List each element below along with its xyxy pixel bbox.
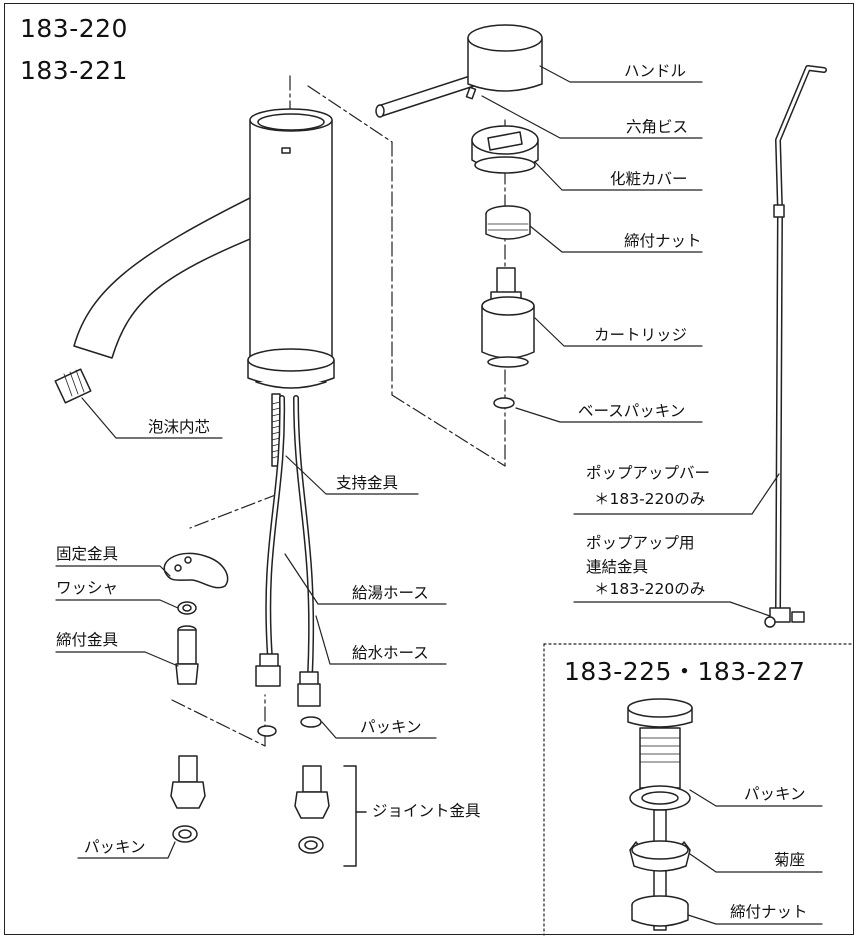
label-cosmetic-cover: 化粧カバー	[610, 170, 688, 188]
label-hex-screw: 六角ビス	[626, 118, 689, 136]
leader-lines	[55, 65, 823, 925]
label-cartridge: カートリッジ	[594, 326, 688, 344]
hose-nuts	[255, 653, 322, 737]
inset-box	[543, 643, 855, 936]
label-fixing-fitting: 固定金具	[56, 545, 119, 563]
tightening-fitting	[175, 625, 199, 685]
label-hot-hose: 給湯ホース	[352, 584, 429, 602]
label-popup-link-note: ＊183-220のみ	[594, 580, 706, 598]
label-cold-hose: 給水ホース	[352, 644, 429, 662]
label-packing-mid: パッキン	[360, 718, 422, 736]
handle-part	[375, 24, 543, 118]
label-handle: ハンドル	[624, 62, 687, 80]
label-inset-rosette: 菊座	[774, 851, 806, 869]
label-joint-fitting: ジョイント金具	[372, 802, 481, 820]
assembly-center-lines	[171, 75, 506, 747]
label-support-fitting: 支持金具	[336, 474, 399, 492]
model-number-2: 183-221	[20, 56, 128, 85]
fixing-fitting	[163, 552, 229, 589]
popup-bar-part	[764, 65, 827, 628]
inset-parts	[627, 698, 693, 931]
label-washer: ワッシャ	[56, 579, 119, 597]
joint-bracket	[343, 765, 367, 867]
diagram-frame	[4, 3, 854, 935]
joint-fitting-right	[294, 765, 330, 854]
label-aerator-core: 泡沫内芯	[148, 418, 211, 436]
cartridge-part	[481, 267, 535, 409]
tightening-nut-part	[485, 205, 531, 240]
label-popup-bar-note: ＊183-220のみ	[594, 490, 706, 508]
joint-fitting-left	[170, 755, 206, 843]
label-popup-bar: ポップアップバー	[586, 464, 711, 482]
cosmetic-cover-part	[471, 125, 539, 174]
base-packing-ring	[493, 397, 515, 409]
label-base-packing: ベースパッキン	[578, 402, 686, 420]
label-popup-link-line2: 連結金具	[586, 558, 649, 576]
label-inset-nut: 締付ナット	[730, 903, 808, 921]
faucet-body	[73, 108, 335, 679]
label-tightening-fitting: 締付金具	[56, 631, 119, 649]
label-tightening-nut-top: 締付ナット	[624, 232, 702, 250]
label-popup-link-line1: ポップアップ用	[586, 534, 695, 552]
label-inset-packing: パッキン	[744, 785, 806, 803]
model-number-1: 183-220	[20, 14, 128, 43]
label-packing-bottom: パッキン	[84, 838, 146, 856]
inset-title: 183-225・183-227	[564, 657, 806, 686]
aerator-core	[54, 368, 92, 404]
